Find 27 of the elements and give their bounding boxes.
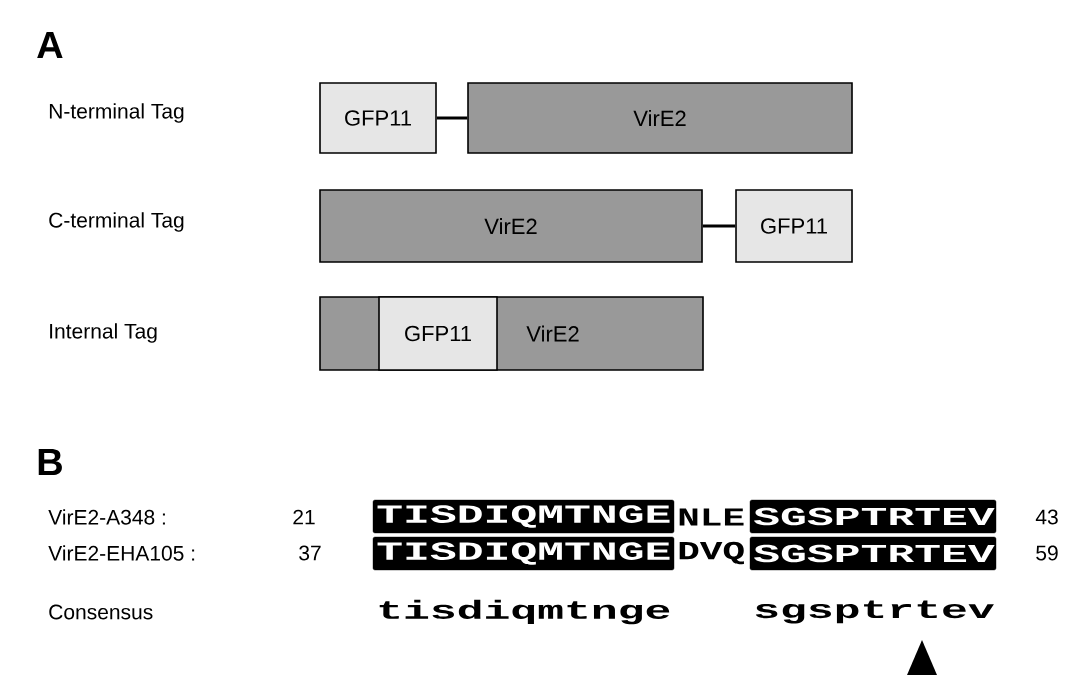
consensus-sequence: tisdiqmtnge <box>379 599 670 625</box>
conserved-block: TISDIQMTNGE <box>372 536 675 571</box>
sequence-name: VirE2-EHA105 : <box>48 545 195 561</box>
conserved-block: TISDIQMTNGE <box>372 499 675 534</box>
row-label: Internal Tag <box>50 323 157 343</box>
protein-box: VirE2 <box>319 189 703 263</box>
row-label: N-terminal Tag <box>49 103 184 123</box>
position-number: 43 <box>1035 509 1058 525</box>
residue-text: DVQ <box>679 541 744 565</box>
tag-box: GFP11 <box>319 82 437 154</box>
protein-box: VirE2 <box>467 82 853 154</box>
position-number: 59 <box>1036 545 1058 561</box>
panel-letter: A <box>37 31 63 59</box>
linker-line <box>702 224 736 228</box>
tag-box: GFP11 <box>378 296 498 371</box>
consensus-sequence: sgsptrtev <box>755 600 994 624</box>
tag-box: GFP11 <box>735 189 853 263</box>
conserved-block: SGSPTRTEV <box>749 536 997 571</box>
row-label: C-terminal Tag <box>49 212 184 232</box>
panel-letter: B <box>38 448 62 476</box>
position-number: 37 <box>299 545 321 561</box>
residue-text: NLE <box>679 508 744 526</box>
conserved-block: SGSPTRTEV <box>749 499 997 534</box>
position-number: 21 <box>293 509 315 525</box>
linker-line <box>436 116 468 120</box>
sequence-name: VirE2-A348 : <box>48 509 165 525</box>
consensus-label: Consensus <box>49 604 153 620</box>
